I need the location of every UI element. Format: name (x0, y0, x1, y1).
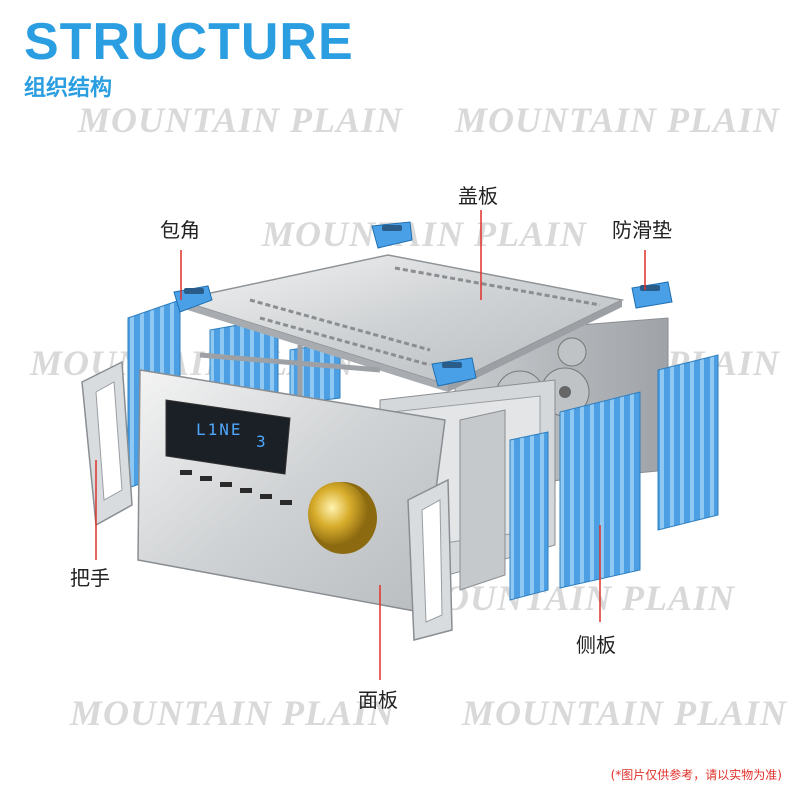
top-cover (175, 254, 625, 392)
label-anti-slip-pad: 防滑垫 (612, 218, 672, 242)
watermark: MOUNTAIN PLAIN (78, 100, 404, 140)
right-heatsink (509, 354, 719, 601)
page-subtitle: 组织结构 (24, 76, 113, 101)
watermark: MOUNTAIN PLAIN (70, 693, 396, 733)
front-panel (137, 369, 446, 613)
display-digit: 3 (256, 432, 266, 451)
label-front-panel: 面板 (358, 688, 398, 712)
label-handle: 把手 (70, 566, 110, 590)
watermark: MOUNTAIN PLAIN (262, 214, 588, 254)
watermark: MOUNTAIN PLAIN (462, 693, 788, 733)
corner-pieces (173, 221, 673, 387)
label-side-panel: 侧板 (576, 633, 616, 657)
label-top-cover: 盖板 (458, 184, 498, 208)
page-title: STRUCTURE (24, 13, 354, 71)
left-handle (81, 360, 133, 527)
right-handle (407, 478, 453, 641)
disclaimer-note: (*图片仅供参考，请以实物为准) (610, 768, 782, 782)
label-corner: 包角 (160, 218, 200, 242)
display-text: L1NE (196, 420, 243, 439)
watermark: MOUNTAIN PLAIN (455, 100, 781, 140)
front-buttons (180, 470, 292, 505)
volume-knob (308, 482, 377, 554)
